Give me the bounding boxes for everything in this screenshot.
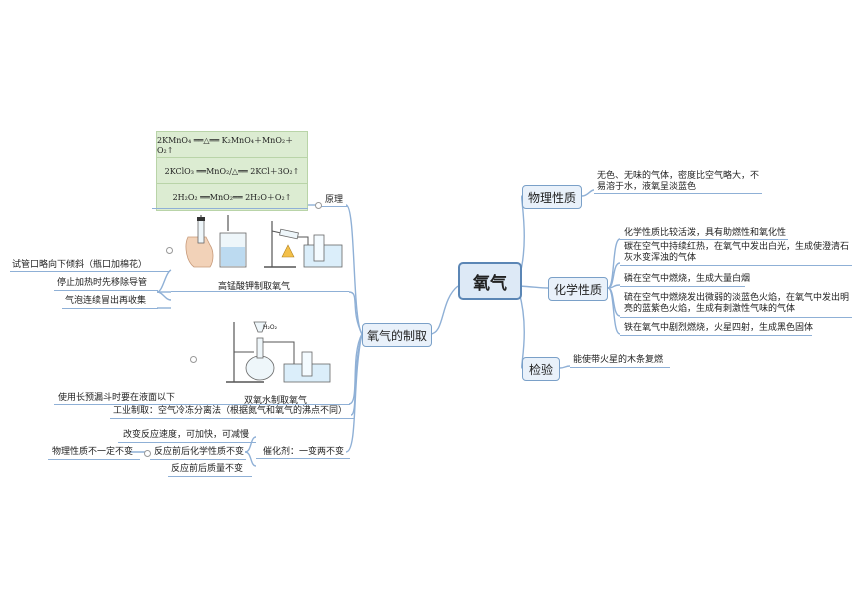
formula-underline — [152, 208, 308, 209]
test-text: 能使带火星的木条复燃 — [573, 355, 664, 365]
catalyst-item-3-underline — [168, 476, 252, 477]
formula-h2o2: 2H₂O₂ ══MnO₂══ 2H₂O＋O₂↑ — [156, 183, 308, 211]
physical-properties-node[interactable]: 物理性质 — [522, 185, 582, 209]
chemical-item-2-underline — [620, 265, 852, 266]
industrial-method: 工业制取：空气冷冻分离法（根据氮气和氧气的沸点不同） — [113, 406, 348, 416]
preparation-label: 氧气的制取 — [366, 328, 427, 343]
industrial-underline — [110, 418, 354, 419]
principle-label: 原理 — [325, 195, 344, 205]
collapse-marker-kmno4[interactable] — [166, 247, 173, 254]
h2o2-note: 使用长预漏斗时要在液面以下 — [58, 393, 176, 403]
collapse-marker-h2o2[interactable] — [190, 356, 197, 363]
root-node[interactable]: 氧气 — [458, 262, 522, 300]
catalyst-item-2-underline — [150, 459, 246, 460]
catalyst-label: 催化剂：一变两不变 — [263, 447, 345, 457]
physical-properties-label: 物理性质 — [527, 190, 576, 205]
preparation-node[interactable]: 氧气的制取 — [362, 323, 432, 347]
h2o2-diagram-label: H₂O₂ — [263, 324, 278, 331]
chemical-properties-label: 化学性质 — [553, 282, 602, 297]
catalyst-item-1: 改变反应速度，可加快，可减慢 — [123, 430, 250, 440]
chemical-item-3-underline — [620, 286, 745, 287]
chemical-item-5-underline — [620, 335, 812, 336]
h2o2-caption-underline — [54, 404, 350, 405]
physical-properties-underline — [594, 193, 762, 194]
chemical-item-4-underline — [620, 317, 852, 318]
root-label: 氧气 — [473, 273, 507, 294]
physical-properties-text: 无色、无味的气体，密度比空气略大，不易溶于水，液氧呈淡蓝色 — [597, 171, 760, 192]
kmno4-note-1: 试管口略向下倾斜（瓶口加棉花） — [12, 260, 148, 270]
collapse-marker-principle[interactable] — [315, 202, 322, 209]
catalyst-sub: 物理性质不一定不变 — [52, 447, 134, 457]
chemical-item-1: 化学性质比较活泼，具有助燃性和氧化性 — [624, 228, 787, 238]
chemical-item-4: 硫在空气中燃烧发出微弱的淡蓝色火焰，在氧气中发出明亮的蓝紫色火焰，生成有刺激性气… — [624, 293, 850, 314]
h2o2-apparatus-image — [226, 321, 331, 383]
chemical-item-1-underline — [620, 239, 788, 240]
kmno4-note-2: 停止加热时先移除导管 — [57, 278, 148, 288]
kmno4-note-2-underline — [54, 290, 158, 291]
test-label: 检验 — [528, 362, 553, 377]
formula-kclo3: 2KClO₃ ══MnO₂/△══ 2KCl＋3O₂↑ — [156, 157, 308, 185]
kmno4-note-1-underline — [10, 271, 170, 272]
collapse-marker-catalyst-item[interactable] — [144, 450, 151, 457]
chemical-item-2: 碳在空气中持续红热，在氧气中发出白光，生成使澄清石灰水变浑浊的气体 — [624, 242, 850, 263]
catalyst-item-3: 反应前后质量不变 — [171, 464, 244, 474]
catalyst-underline — [256, 458, 350, 459]
catalyst-item-2: 反应前后化学性质不变 — [154, 447, 245, 457]
chemical-item-3: 磷在空气中燃烧，生成大量白烟 — [624, 274, 751, 284]
kmno4-caption-underline — [171, 291, 349, 292]
test-underline — [570, 367, 670, 368]
kmno4-caption: 高锰酸钾制取氧气 — [218, 282, 291, 292]
formula-kmno4: 2KMnO₄ ══△══ K₂MnO₄＋MnO₂＋O₂↑ — [156, 131, 308, 159]
kmno4-note-3-underline — [62, 308, 158, 309]
kmno4-note-3: 气泡连续冒出再收集 — [65, 296, 147, 306]
h2o2-caption: 双氧水制取氧气 — [244, 396, 308, 406]
chemical-properties-node[interactable]: 化学性质 — [548, 277, 608, 301]
catalyst-item-1-underline — [118, 442, 256, 443]
test-node[interactable]: 检验 — [522, 357, 560, 381]
catalyst-sub-underline — [48, 459, 140, 460]
chemical-item-5: 铁在氧气中剧烈燃烧，火星四射，生成黑色固体 — [624, 323, 814, 333]
principle-underline — [318, 206, 348, 207]
kmno4-apparatus-image — [185, 215, 343, 268]
